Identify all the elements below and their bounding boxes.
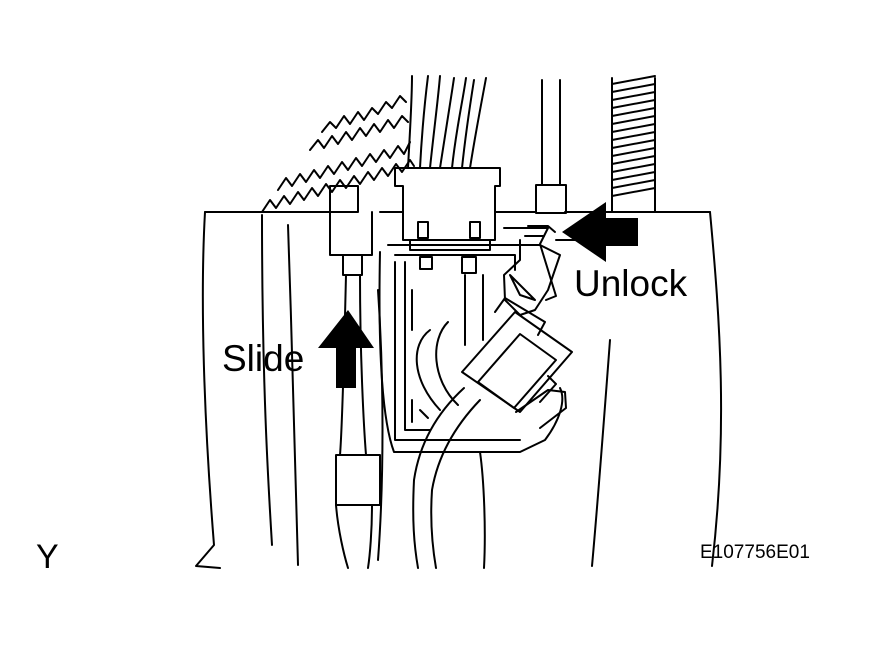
- rod-right: [535, 79, 567, 214]
- slide-arrow-icon: [318, 310, 374, 388]
- connector-plug: [461, 297, 573, 429]
- unlock-callout-label: Unlock: [574, 263, 688, 304]
- terminal-interior: [411, 274, 484, 423]
- slide-callout-label: Slide: [222, 338, 305, 379]
- panel-outline: [195, 211, 723, 569]
- bracket: [378, 239, 564, 453]
- connector-housing: [394, 167, 501, 251]
- wire-harness: [407, 75, 487, 169]
- coil-spring: [611, 75, 656, 213]
- plug-cable: [412, 387, 486, 569]
- view-label: Y: [36, 538, 59, 576]
- unlock-arrow-icon: [562, 202, 638, 262]
- figure-code: E107756E01: [700, 542, 810, 563]
- corrugated-tube-left: [261, 95, 415, 213]
